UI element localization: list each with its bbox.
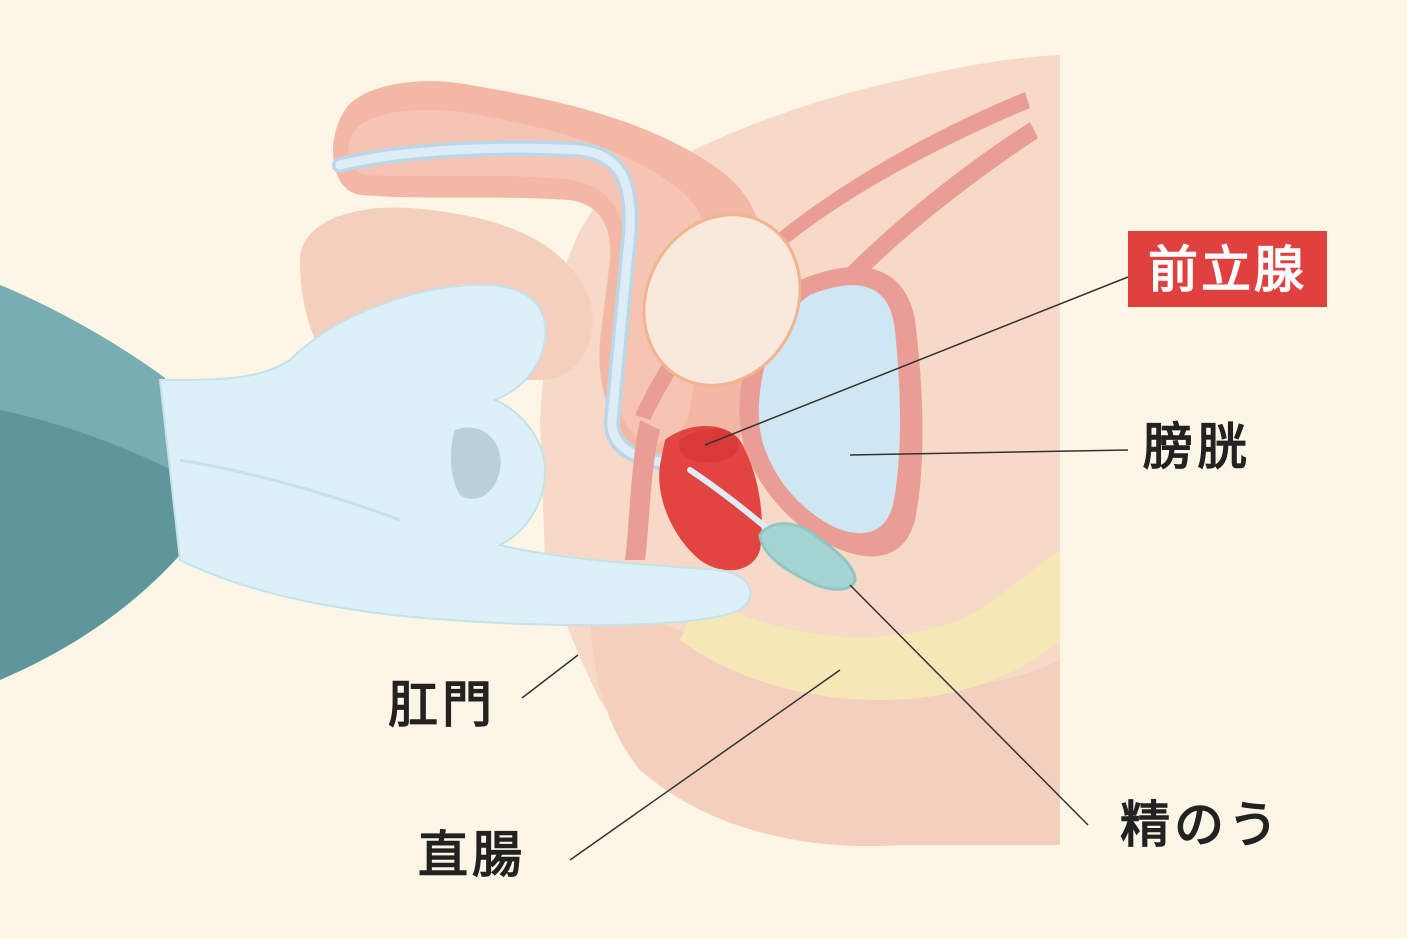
label-anus: 肛門 (388, 676, 496, 734)
lower-tissue (590, 600, 1060, 847)
seminal-vesicle (758, 522, 857, 591)
glove-shadow (450, 427, 501, 499)
label-bladder: 膀胱 (1143, 418, 1251, 476)
urethra-core (335, 143, 765, 470)
pubic-bone (642, 213, 802, 387)
bladder (758, 285, 901, 534)
leader-prostate (704, 276, 1129, 446)
leader-seminal-vesicle (849, 584, 1089, 826)
prostate (659, 426, 762, 571)
leader-bladder (849, 449, 1129, 456)
label-seminal-vesicle: 精のう (1120, 796, 1282, 854)
muscle-band-upper (635, 92, 1030, 420)
leader-anus (521, 654, 579, 699)
label-prostate: 前立腺 (1128, 231, 1327, 307)
label-rectum: 直腸 (418, 826, 526, 884)
leader-rectum (569, 669, 841, 861)
fat-layer (680, 550, 1060, 700)
glove-fold (179, 458, 401, 522)
sleeve-shade (0, 285, 172, 470)
muscle-left (625, 420, 660, 560)
